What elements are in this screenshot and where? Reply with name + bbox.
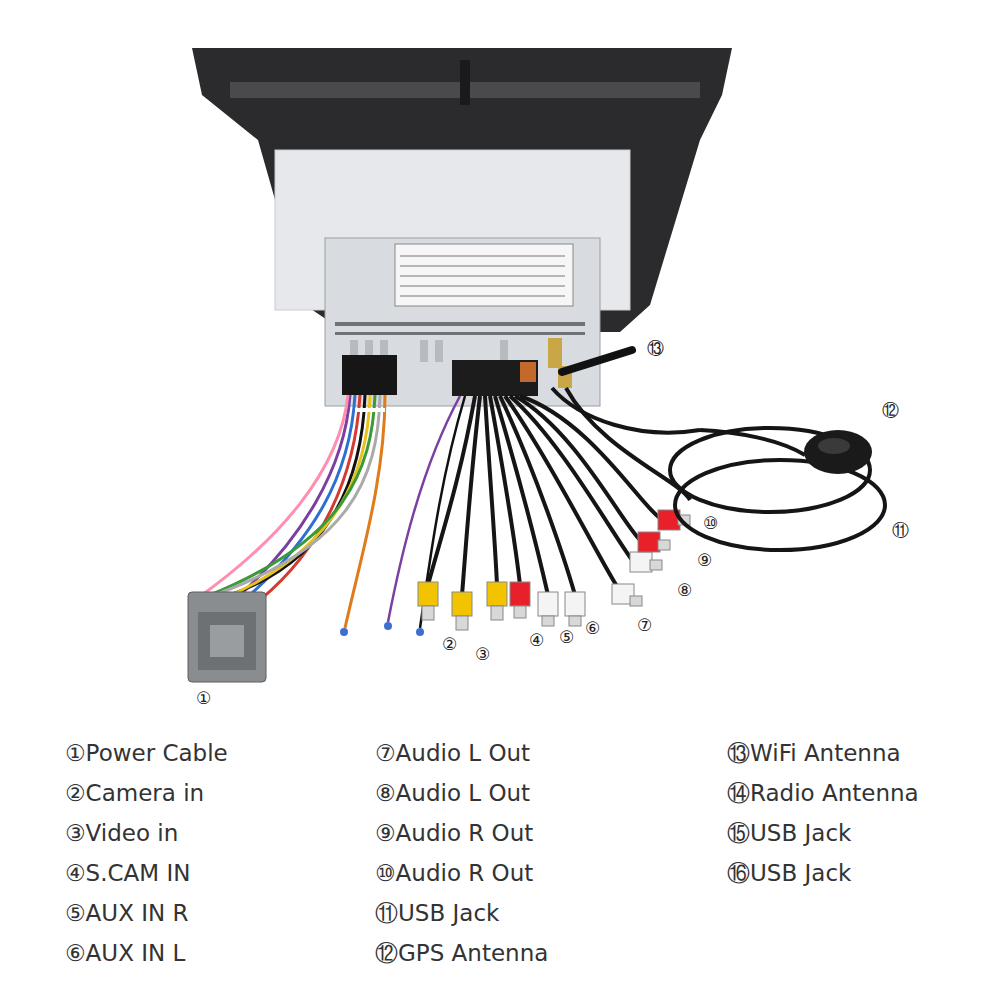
part-key-item: ⑬WiFi Antenna: [727, 740, 901, 768]
part-key-item: ⑭Radio Antenna: [727, 780, 919, 808]
part-key-item: ⑪USB Jack: [375, 900, 499, 928]
part-key-item: ⑧Audio L Out: [375, 780, 530, 808]
part-key-item: ⑨Audio R Out: [375, 820, 533, 848]
callout-number: ④: [529, 630, 544, 650]
part-key-item: ⑥AUX IN L: [65, 940, 185, 968]
callout-number: ⑪: [892, 520, 909, 540]
callout-number: ⑧: [677, 580, 692, 600]
part-key-item: ⑯USB Jack: [727, 860, 851, 888]
part-key-item: ⑫GPS Antenna: [375, 940, 548, 968]
callout-number: ⑬: [647, 338, 664, 358]
callout-number: ⑩: [703, 513, 718, 533]
part-key-item: ⑮USB Jack: [727, 820, 851, 848]
callout-number: ⑥: [585, 618, 600, 638]
callout-number: ⑦: [637, 615, 652, 635]
callout-number: ⑤: [559, 627, 574, 647]
callout-number: ⑫: [882, 400, 899, 420]
callout-number: ②: [442, 634, 457, 654]
part-key-item: ⑩Audio R Out: [375, 860, 533, 888]
part-key-item: ①Power Cable: [65, 740, 228, 768]
part-key-item: ④S.CAM IN: [65, 860, 190, 888]
callout-number: ⑨: [697, 550, 712, 570]
part-key-item: ③Video in: [65, 820, 178, 848]
part-key-item: ②Camera in: [65, 780, 204, 808]
callout-number: ③: [475, 644, 490, 664]
callout-number: ①: [196, 688, 211, 708]
part-key-item: ⑦Audio L Out: [375, 740, 530, 768]
part-key-item: ⑤AUX IN R: [65, 900, 189, 928]
